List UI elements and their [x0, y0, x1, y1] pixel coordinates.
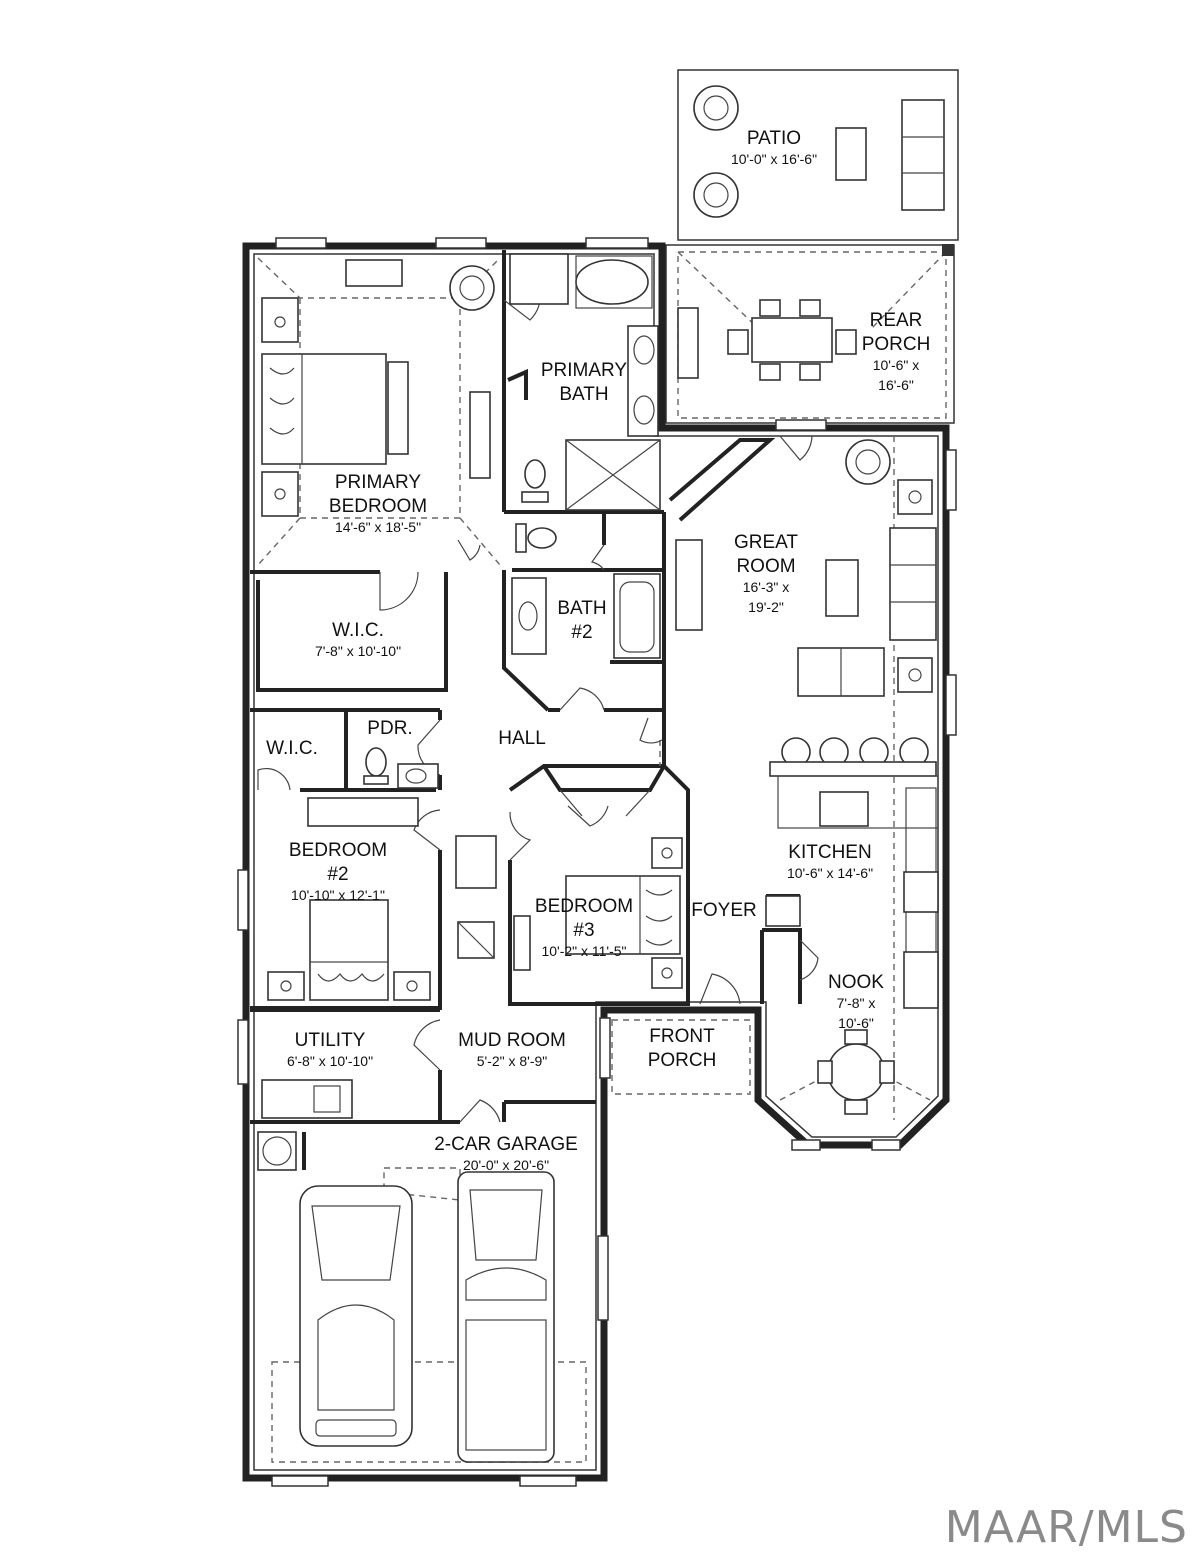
- bed-icon: [565, 875, 681, 955]
- range-icon: [903, 871, 939, 913]
- room-name: FRONT: [649, 1026, 715, 1047]
- room-name: BEDROOM: [329, 496, 427, 517]
- room-label-foyer: FOYER: [691, 900, 756, 921]
- room-dimensions: 6'-8" x 10'-10": [287, 1053, 373, 1069]
- room-name: BATH: [559, 384, 608, 405]
- room-name: KITCHEN: [788, 842, 871, 863]
- room-name: BEDROOM: [535, 896, 633, 917]
- watermark-text: MAAR/MLS: [945, 1502, 1188, 1553]
- room-name: #2: [571, 622, 592, 643]
- room-name: BEDROOM: [289, 840, 387, 861]
- room-name: BATH: [557, 598, 606, 619]
- bed-icon: [309, 899, 389, 1001]
- room-label-patio: PATIO 10'-0" x 16'-6": [731, 128, 817, 167]
- room-label-primary-bedroom: PRIMARY BEDROOM 14'-6" x 18'-5": [329, 472, 427, 535]
- rear-porch-area: [665, 244, 955, 424]
- room-name: PORCH: [862, 334, 931, 355]
- room-labels: PATIO 10'-0" x 16'-6" REAR PORCH 10'-6" x 16'…: [266, 128, 930, 1173]
- fireplace-wall: [668, 438, 776, 522]
- room-dimensions: 16'-3" x: [743, 579, 790, 595]
- room-dimensions: 10'-0" x 16'-6": [731, 151, 817, 167]
- water-heater-icon: [257, 1131, 297, 1171]
- room-name: PDR.: [367, 718, 412, 739]
- room-dimensions: 16'-6": [878, 377, 914, 393]
- room-name: PORCH: [648, 1050, 717, 1071]
- room-dimensions: 14'-6" x 18'-5": [335, 519, 421, 535]
- fridge-icon: [903, 951, 939, 1009]
- room-name: HALL: [498, 728, 546, 749]
- sofa-icon: [889, 527, 937, 641]
- room-label-bedroom-3: BEDROOM #3 10'-2" x 11'-5": [535, 896, 633, 959]
- room-name: GREAT: [734, 532, 798, 553]
- room-name: PRIMARY: [541, 360, 628, 381]
- room-name: NOOK: [828, 972, 884, 993]
- room-name: REAR: [870, 310, 923, 331]
- room-dimensions: 10'-6" x: [873, 357, 920, 373]
- sink-icon: [819, 791, 869, 827]
- room-label-garage: 2-CAR GARAGE 20'-0" x 20'-6": [434, 1134, 578, 1173]
- room-dimensions: 10'-6": [838, 1015, 874, 1031]
- room-dimensions: 7'-8" x: [837, 995, 876, 1011]
- dining-table-icon: [727, 299, 857, 381]
- windows: [237, 237, 957, 1487]
- room-label-primary-bath: PRIMARY BATH: [541, 360, 628, 405]
- toilet-icon: [521, 459, 549, 503]
- dresser: [345, 259, 403, 287]
- room-label-powder: PDR.: [367, 718, 412, 739]
- room-label-rear-porch: REAR PORCH 10'-6" x 16'-6": [862, 310, 931, 393]
- bed-icon: [261, 353, 387, 465]
- truck-icon: [457, 1171, 555, 1463]
- room-dimensions: 7'-8" x 10'-10": [315, 643, 401, 659]
- room-name: FOYER: [691, 900, 756, 921]
- dining-table-icon: [817, 1029, 895, 1115]
- room-label-wic-small: W.I.C.: [266, 738, 318, 759]
- door-swings: [257, 289, 819, 1123]
- armchair-icon: [845, 439, 891, 485]
- room-name: UTILITY: [295, 1030, 366, 1051]
- room-label-kitchen: KITCHEN 10'-6" x 14'-6": [787, 842, 873, 881]
- room-name: #3: [573, 920, 594, 941]
- interior-walls: [250, 250, 802, 1170]
- room-name: PRIMARY: [335, 472, 422, 493]
- bathtub-icon: [613, 573, 661, 659]
- room-dimensions: 19'-2": [748, 599, 784, 615]
- bar-stools-icon: [781, 737, 929, 767]
- room-dimensions: 10'-6" x 14'-6": [787, 865, 873, 881]
- toilet-icon: [363, 747, 389, 785]
- room-name: W.I.C.: [332, 620, 384, 641]
- room-dimensions: 10'-2" x 11'-5": [541, 943, 626, 959]
- bathtub-icon: [575, 259, 649, 305]
- sofa-icon: [797, 647, 885, 697]
- room-name: W.I.C.: [266, 738, 318, 759]
- room-label-bath-2: BATH #2: [557, 598, 606, 643]
- room-label-wic-primary: W.I.C. 7'-8" x 10'-10": [315, 620, 401, 659]
- room-label-great-room: GREAT ROOM 16'-3" x 19'-2": [734, 532, 798, 615]
- room-label-bedroom-2: BEDROOM #2 10'-10" x 12'-1": [289, 840, 387, 903]
- armchair-icon: [449, 265, 495, 311]
- toilet-icon: [515, 523, 557, 553]
- room-name: #2: [327, 864, 348, 885]
- room-label-mud-room: MUD ROOM 5'-2" x 8'-9": [458, 1030, 566, 1069]
- room-dimensions: 20'-0" x 20'-6": [463, 1157, 549, 1173]
- room-dimensions: 5'-2" x 8'-9": [477, 1053, 548, 1069]
- furniture-fixtures: [257, 253, 939, 1463]
- media-console: [675, 539, 703, 631]
- room-name: MUD ROOM: [458, 1030, 566, 1051]
- room-label-utility: UTILITY 6'-8" x 10'-10": [287, 1030, 373, 1069]
- room-name: PATIO: [747, 128, 801, 149]
- room-dimensions: 10'-10" x 12'-1": [291, 887, 385, 903]
- room-label-front-porch: FRONT PORCH: [648, 1026, 717, 1071]
- room-label-nook: NOOK 7'-8" x 10'-6": [828, 972, 884, 1031]
- patio-area: [677, 69, 959, 241]
- car-icon: [299, 1185, 413, 1447]
- room-name: 2-CAR GARAGE: [434, 1134, 578, 1155]
- coffee-table: [825, 559, 859, 617]
- room-label-hall: HALL: [498, 728, 546, 749]
- room-name: ROOM: [736, 556, 795, 577]
- lounge-chair-icon: [693, 85, 739, 218]
- kitchen-island: [769, 761, 937, 777]
